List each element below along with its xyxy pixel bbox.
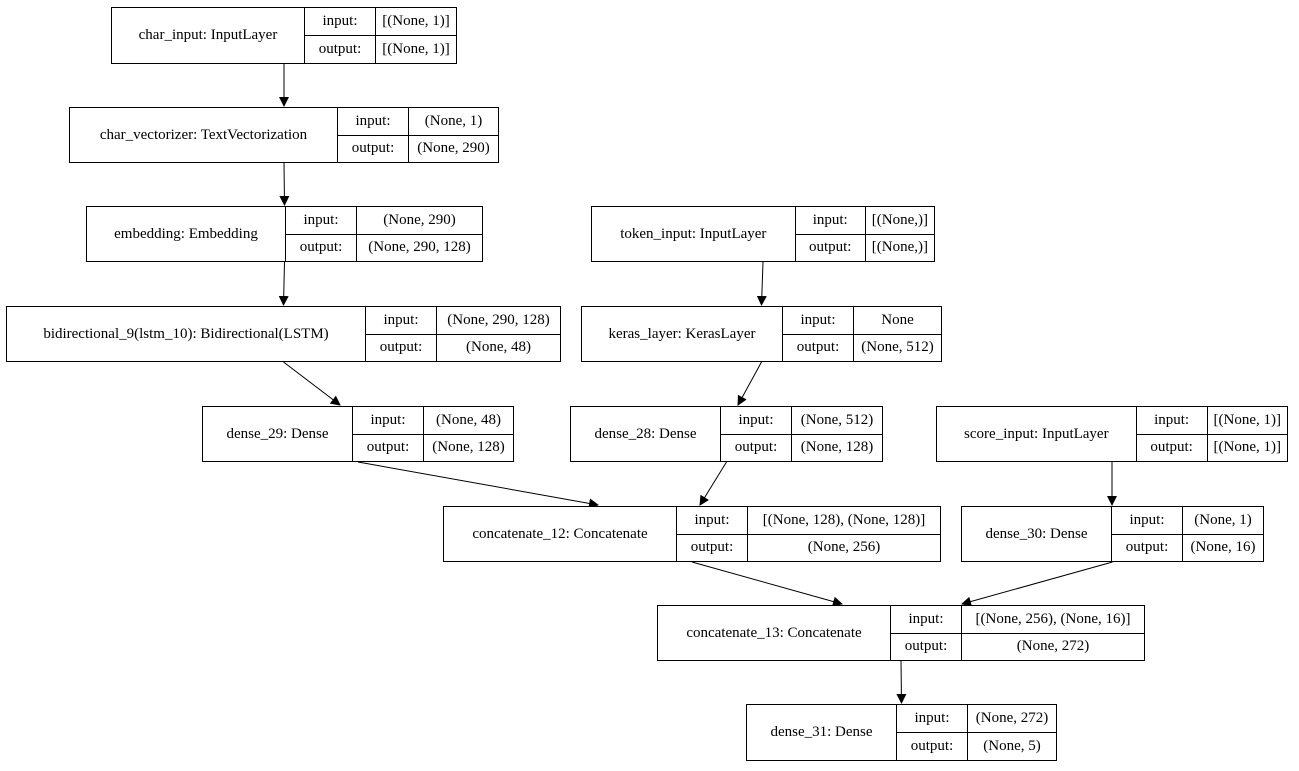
output-shape: (None, 290, 128) [368,239,471,256]
edge-concatenate-13-to-dense-31 [896,660,907,704]
input-shape: (None, 290, 128) [437,307,560,335]
layer-name: keras_layer: KerasLayer [582,307,783,361]
edge-concatenate-12-to-concatenate-13 [691,561,843,607]
input-shape: (None, 512) [792,407,882,435]
edge-keras-layer-to-dense-28 [737,361,762,406]
input-label: input: [891,606,961,634]
input-label: input: [286,207,356,235]
input-shape: [(None, 256), (None, 16)] [962,606,1144,634]
input-shape: (None, 290) [357,207,482,235]
edge-char-vectorizer-to-embedding [279,162,290,206]
input-label: input: [795,207,865,235]
edge-token-input-to-keras-layer [756,261,767,306]
output-shape: (None, 5) [983,738,1041,754]
output-shape: (None, 128) [800,439,874,456]
layer-name: concatenate_12: Concatenate [444,507,677,561]
layer-name: embedding: Embedding [87,207,286,261]
layer-node-bidirectional-9: bidirectional_9(lstm_10): Bidirectional(… [6,306,561,362]
input-label: input: [783,307,853,335]
layer-name: char_vectorizer: TextVectorization [70,108,338,162]
input-shape: (None, 1) [409,108,498,136]
output-shape: [(None, 1)] [1213,439,1281,456]
output-shape: (None, 290) [417,140,490,157]
output-label: output: [379,339,423,356]
layer-name: dense_29: Dense [203,407,353,461]
edge-dense-30-to-concatenate-13 [961,561,1113,607]
input-label: input: [721,407,791,435]
output-shape: (None, 128) [432,439,505,456]
input-shape: (None, 48) [424,407,513,435]
layer-name: dense_30: Dense [962,507,1112,561]
output-shape: [(None,)] [871,239,928,256]
input-label: input: [338,108,408,136]
input-shape: [(None, 128), (None, 128)] [748,507,940,535]
input-label: input: [677,507,747,535]
input-shape: [(None, 1)] [376,8,456,36]
output-label: output: [808,239,852,256]
layer-name: dense_28: Dense [571,407,721,461]
edge-bidirectional-9-to-dense-29 [283,361,341,406]
output-label: output: [299,239,343,256]
output-shape: (None, 512) [861,339,934,356]
output-label: output: [734,439,778,456]
layer-name: bidirectional_9(lstm_10): Bidirectional(… [7,307,366,361]
output-shape: (None, 256) [807,539,881,556]
layer-name: token_input: InputLayer [592,207,796,261]
edge-embedding-to-bidirectional-9 [278,261,289,306]
input-shape: (None, 1) [1183,507,1263,535]
input-label: input: [897,705,967,733]
edge-dense-28-to-concatenate-12 [699,461,727,506]
input-shape: [(None, 1)] [1207,407,1287,435]
layer-name: char_input: InputLayer [112,8,305,63]
output-label: output: [1150,439,1193,456]
output-label: output: [1125,539,1169,556]
output-shape: (None, 16) [1190,539,1256,556]
output-label: output: [910,738,954,754]
output-label: output: [690,539,734,556]
output-label: output: [366,439,410,456]
input-shape: [(None,)] [865,207,934,235]
input-shape: (None, 272) [968,705,1056,733]
input-label: input: [305,8,375,36]
output-label: output: [351,140,395,157]
output-shape: (None, 272) [1016,638,1090,655]
input-label: input: [1136,407,1207,435]
input-label: input: [1112,507,1182,535]
output-label: output: [318,41,362,57]
edge-dense-29-to-concatenate-12 [357,461,599,509]
input-label: input: [366,307,436,335]
output-shape: (None, 48) [466,339,531,356]
output-label: output: [796,339,840,356]
output-shape: [(None, 1)] [382,41,450,57]
input-shape: None [854,307,941,335]
layer-name: concatenate_13: Concatenate [658,606,891,660]
layer-name: dense_31: Dense [747,705,897,760]
input-label: input: [353,407,423,435]
layer-name: score_input: InputLayer [937,407,1137,461]
output-label: output: [904,638,948,655]
